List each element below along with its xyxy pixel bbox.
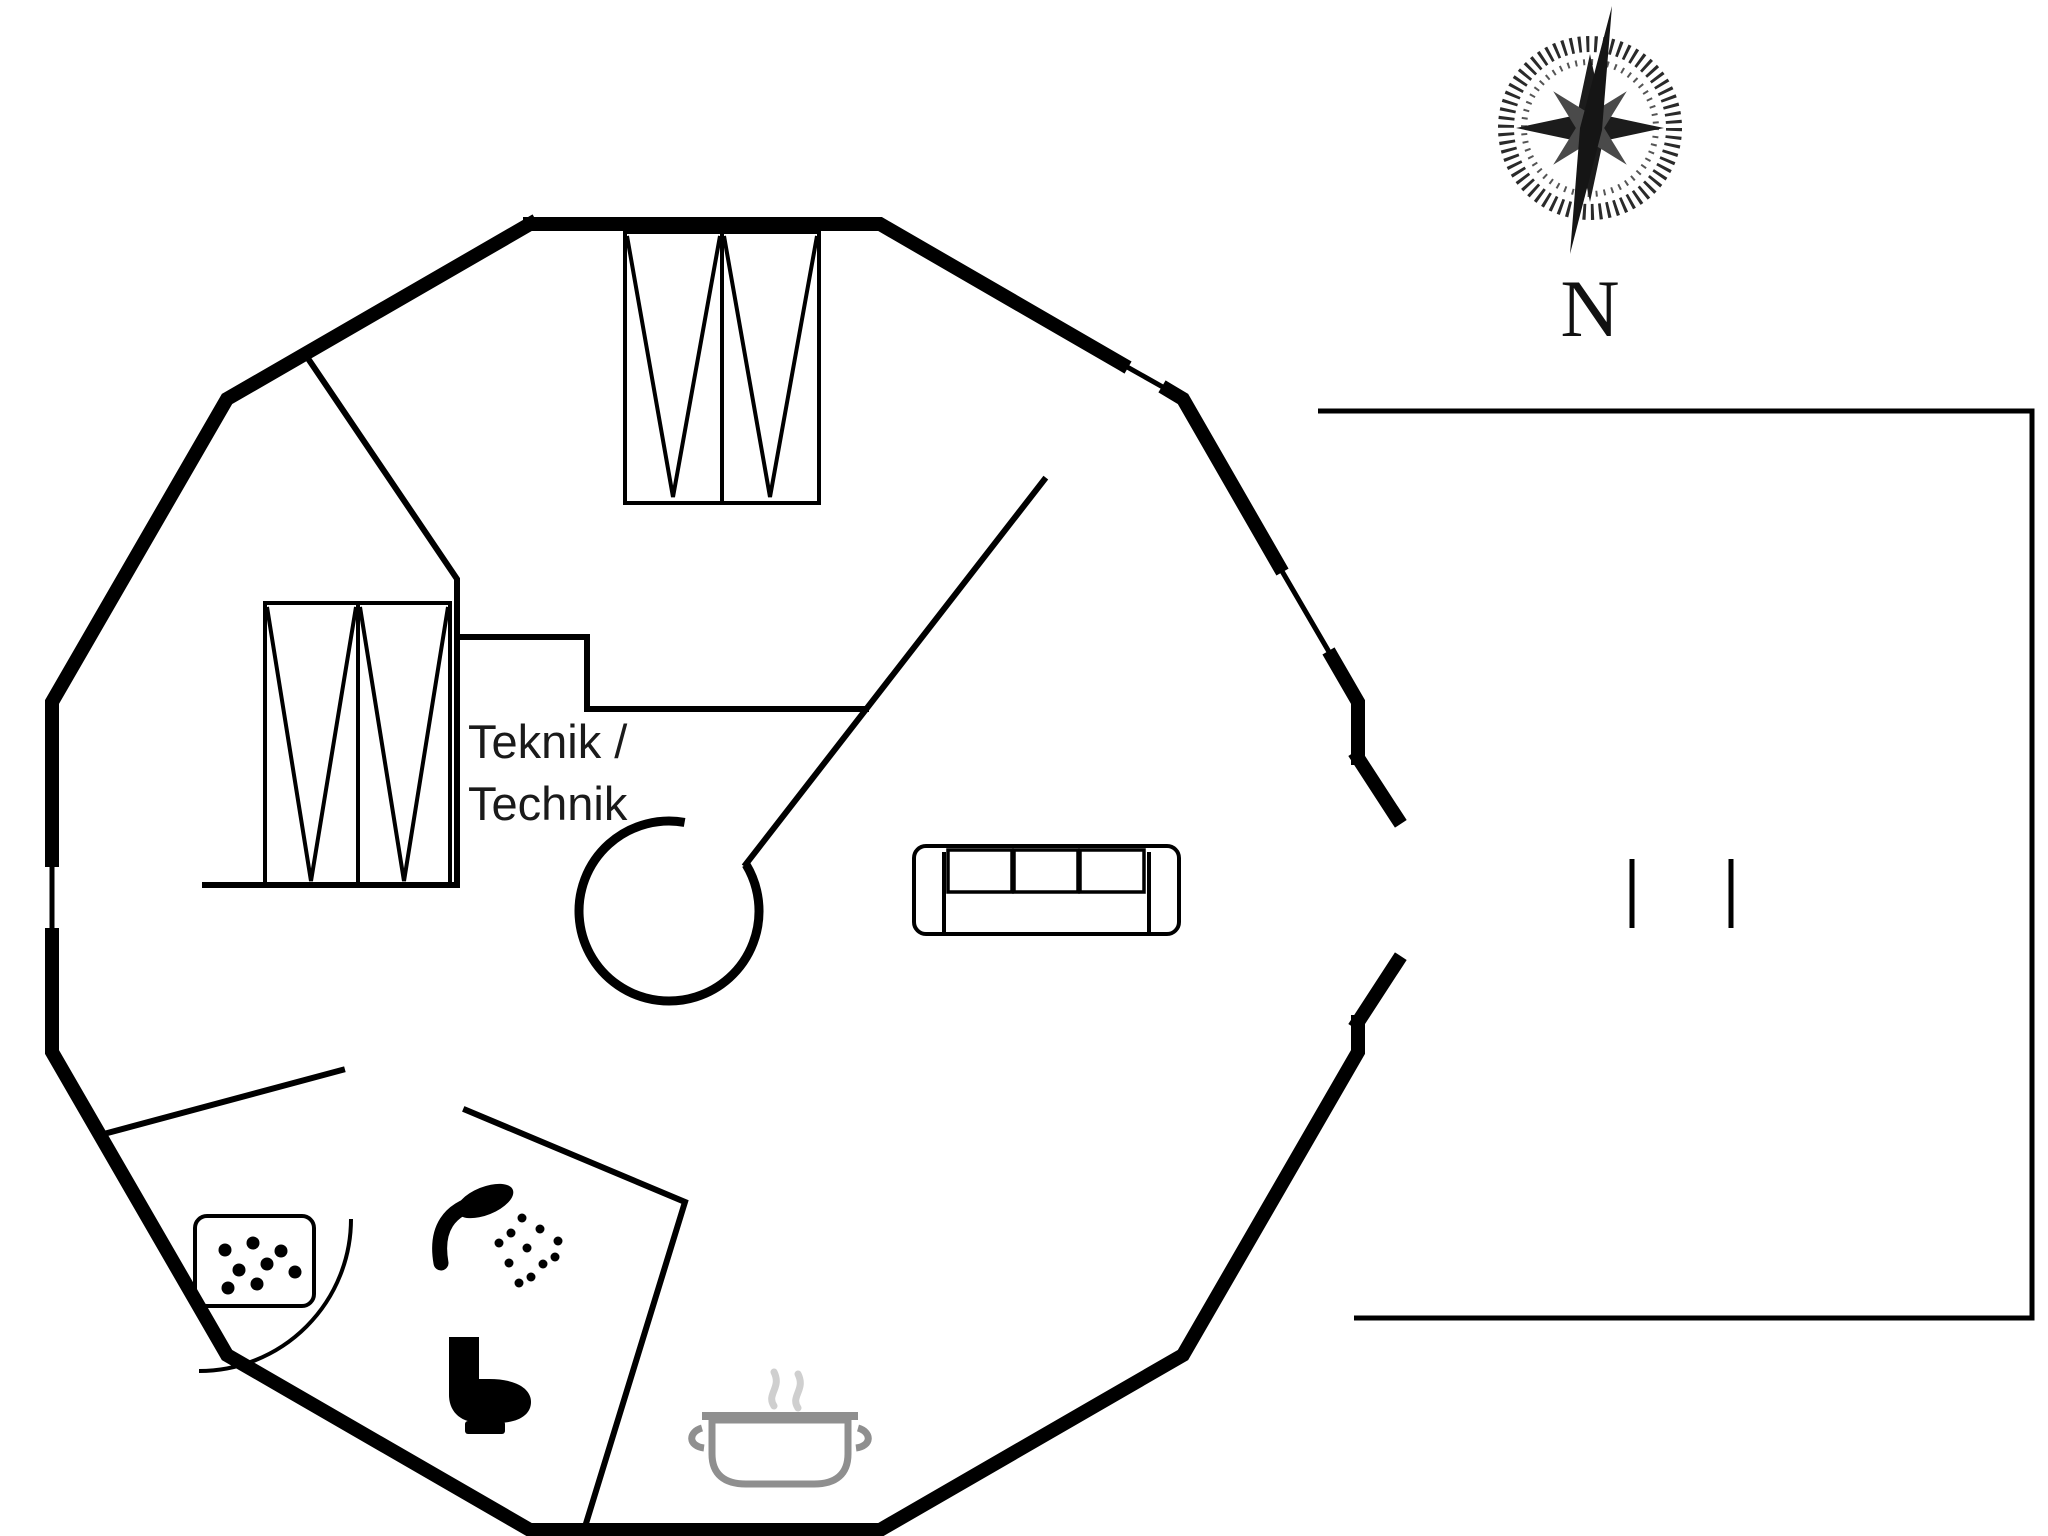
double-bed-icon — [623, 230, 821, 505]
bathroom-walls — [96, 1066, 689, 1534]
terrace-tick-marks — [1629, 859, 1734, 928]
sofa-cushion — [1012, 848, 1080, 894]
terrace-outline — [1318, 408, 2035, 1321]
shower-screen-arc — [198, 1218, 353, 1373]
shower-tray-icon — [193, 1214, 353, 1373]
double-bed-icon — [263, 601, 452, 887]
technik-label-line1: Teknik / — [468, 715, 628, 768]
tray-drain-dots — [218, 1236, 302, 1295]
bed-v-marks — [265, 606, 450, 882]
shower-head — [456, 1183, 514, 1219]
toilet-body — [449, 1337, 531, 1423]
sofa-cushion — [946, 848, 1014, 894]
bed-v-marks — [625, 235, 819, 498]
steam-lines — [768, 1368, 804, 1412]
tray-outline — [193, 1214, 316, 1308]
terrace-border — [1318, 408, 2035, 1321]
north-label: N — [1560, 263, 1619, 354]
technik-label-line2: Technik — [468, 777, 628, 830]
outer-wall-path — [45, 214, 1365, 1536]
shower-head-icon — [432, 1183, 563, 1288]
compass-rose-icon — [1498, 6, 1682, 254]
cooking-pot-icon — [688, 1368, 872, 1488]
outer-walls — [45, 214, 1407, 1536]
toilet-base — [465, 1421, 505, 1434]
sofa-icon — [912, 844, 1181, 936]
spiral-stair-icon — [574, 816, 764, 1006]
hall-diagonal-wall — [741, 475, 1049, 869]
pot-body — [708, 1416, 852, 1488]
sofa-cushion — [1078, 848, 1146, 894]
compass-tick-ring-outer — [1498, 36, 1682, 220]
sofa-outline — [912, 844, 1181, 936]
terrace-door-jambs — [1348, 748, 1407, 1032]
sofa-armrests — [942, 852, 1151, 932]
compass-needle — [1570, 6, 1612, 254]
pot-handles — [688, 1424, 872, 1452]
shower-spray-dots — [494, 1213, 563, 1288]
window-marker — [49, 360, 1336, 938]
interior-walls — [96, 349, 1049, 1534]
technik-label: Teknik / Technik — [468, 715, 628, 830]
toilet-icon — [449, 1337, 531, 1434]
